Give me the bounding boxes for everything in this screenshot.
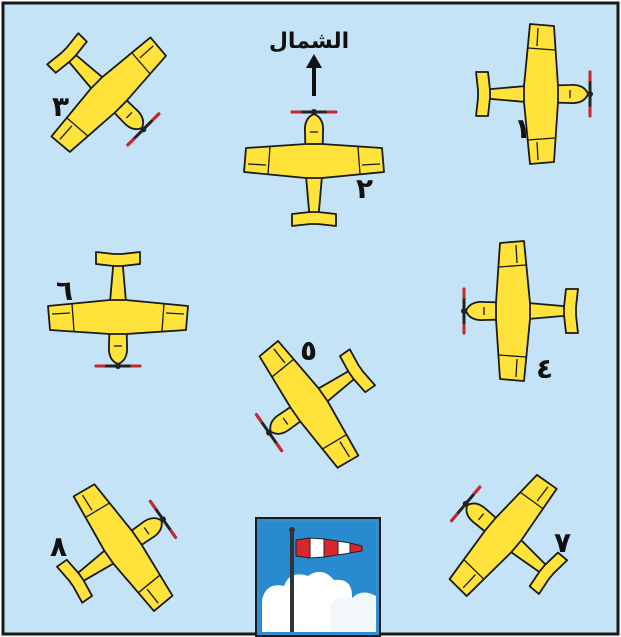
airplane-label-2: ٢ xyxy=(356,172,373,205)
airplane-label-7: ٧ xyxy=(554,526,571,559)
airplane-label-3: ٣ xyxy=(52,90,69,123)
windsock-icon xyxy=(256,518,380,636)
airplane-label-8: ٨ xyxy=(50,530,67,563)
airplane-label-5: ٥ xyxy=(300,334,317,367)
airplane-label-6: ٦ xyxy=(56,274,73,307)
airplane-label-4: ٤ xyxy=(536,352,553,385)
north-label: الشمال xyxy=(269,29,349,54)
airplane-label-1: ١ xyxy=(514,112,531,145)
